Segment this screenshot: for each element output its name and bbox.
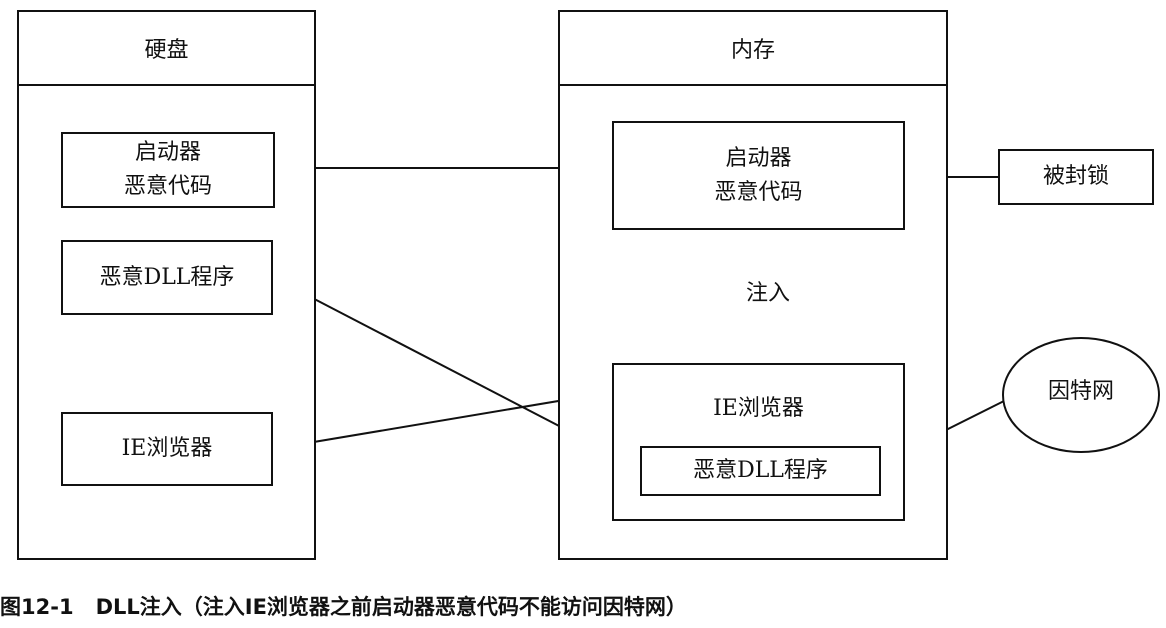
memory-panel-title: 内存 — [560, 12, 946, 86]
disk-malicious-dll-label: 恶意DLL程序 — [99, 264, 235, 290]
figure-caption-text: DLL注入（注入IE浏览器之前启动器恶意代码不能访问因特网） — [95, 595, 687, 619]
disk-launcher-box: 启动器 恶意代码 — [61, 132, 275, 208]
memory-launcher-line2: 恶意代码 — [714, 179, 803, 205]
blocked-box: 被封锁 — [998, 149, 1154, 205]
blocked-label: 被封锁 — [1042, 164, 1109, 189]
disk-ie-browser-label: IE浏览器 — [121, 436, 213, 461]
memory-launcher-label: 启动器 恶意代码 — [614, 123, 903, 228]
memory-malicious-dll-label: 恶意DLL程序 — [693, 458, 828, 483]
figure-caption: 图12-1 DLL注入（注入IE浏览器之前启动器恶意代码不能访问因特网） — [0, 588, 900, 624]
internet-label: 因特网 — [1047, 379, 1114, 404]
memory-ie-browser-label: IE浏览器 — [713, 396, 804, 421]
memory-launcher-line1: 启动器 — [725, 145, 792, 171]
memory-malicious-dll-box: 恶意DLL程序 — [640, 446, 881, 496]
memory-ie-browser-box: IE浏览器 — [612, 363, 905, 521]
internet-ellipse — [1002, 337, 1160, 453]
disk-malicious-dll-box: 恶意DLL程序 — [61, 240, 273, 315]
disk-panel-title: 硬盘 — [19, 12, 314, 86]
inject-arrow-label: 注入 — [745, 281, 790, 306]
memory-launcher-box: 启动器 恶意代码 — [612, 121, 905, 230]
disk-ie-browser-box: IE浏览器 — [61, 412, 273, 486]
disk-launcher-label: 启动器 恶意代码 — [63, 134, 273, 206]
connector-ie-to-memory-ie — [271, 391, 613, 450]
disk-launcher-line1: 启动器 — [134, 140, 201, 165]
disk-launcher-line2: 恶意代码 — [123, 174, 212, 199]
figure-number: 图12-1 — [0, 595, 74, 619]
